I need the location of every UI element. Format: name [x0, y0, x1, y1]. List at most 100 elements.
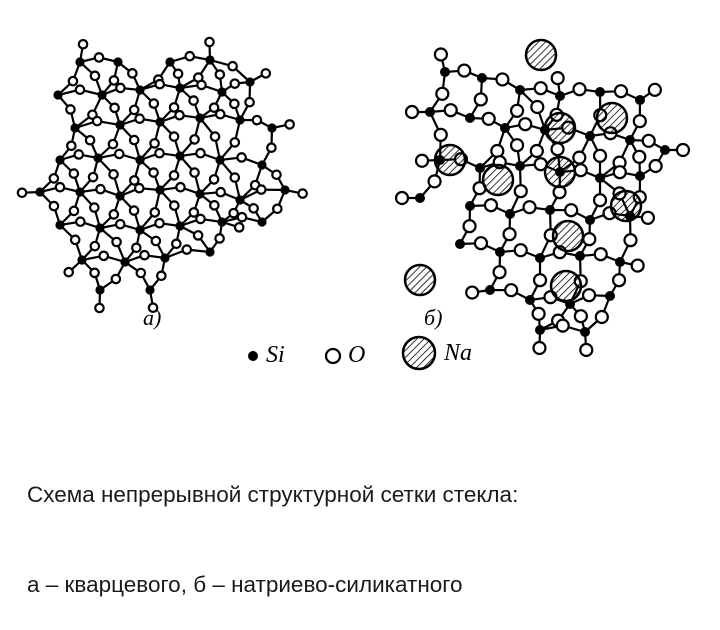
oxygen-atom	[211, 132, 219, 140]
atom-layer	[18, 38, 307, 312]
silicon-atom	[525, 295, 535, 305]
silicon-atom	[195, 189, 204, 198]
silicon-atom	[115, 191, 124, 200]
sodium-ion	[545, 113, 575, 143]
oxygen-atom	[552, 72, 564, 84]
silicon-atom	[97, 90, 106, 99]
silicon-atom	[235, 115, 244, 124]
oxygen-atom	[575, 164, 587, 176]
oxygen-atom	[155, 149, 163, 157]
oxygen-atom	[175, 111, 183, 119]
oxygen-atom	[531, 145, 543, 157]
sodium-ion	[551, 271, 581, 301]
oxygen-atom	[596, 311, 608, 323]
sodium-ion	[611, 191, 641, 221]
oxygen-atom	[458, 65, 470, 77]
silicon-atom	[75, 57, 84, 66]
oxygen-atom	[116, 84, 124, 92]
silicon-atom	[95, 285, 104, 294]
legend-label-si: Si	[266, 342, 285, 369]
silicon-atom	[535, 325, 545, 335]
silicon-atom	[205, 55, 214, 64]
oxygen-atom	[216, 70, 224, 78]
oxygen-atom	[535, 82, 547, 94]
oxygen-atom	[642, 212, 654, 224]
oxygen-atom	[194, 231, 202, 239]
silicon-atom	[267, 123, 276, 132]
oxygen-atom	[229, 209, 237, 217]
silicon-atom	[55, 155, 64, 164]
oxygen-atom	[445, 104, 457, 116]
silicon-atom	[145, 285, 154, 294]
silicon-atom	[415, 193, 425, 203]
oxygen-atom	[583, 233, 595, 245]
silicon-atom	[75, 187, 84, 196]
oxygen-atom	[189, 96, 197, 104]
oxygen-atom	[634, 115, 646, 127]
oxygen-atom	[205, 38, 213, 46]
silicon-atom	[485, 285, 495, 295]
legend-item-na: Na	[400, 334, 472, 372]
oxygen-atom	[524, 201, 536, 213]
silicon-atom	[505, 209, 515, 219]
silicon-atom	[280, 185, 289, 194]
oxygen-atom	[170, 171, 178, 179]
oxygen-atom	[174, 70, 182, 78]
sodium-ion	[545, 157, 575, 187]
silicon-atom	[500, 123, 510, 133]
oxygen-atom	[100, 252, 108, 260]
silicon-atom	[575, 251, 585, 261]
oxygen-atom	[485, 199, 497, 211]
silicon-atom	[160, 253, 169, 262]
oxygen-atom	[86, 136, 94, 144]
oxygen-atom	[172, 240, 180, 248]
oxygen-atom	[110, 104, 118, 112]
oxygen-atom	[257, 185, 265, 193]
oxygen-atom	[534, 274, 546, 286]
oxygen-atom	[504, 228, 516, 240]
oxygen-atom	[515, 244, 527, 256]
oxygen-atom	[614, 166, 626, 178]
silicon-atom	[235, 195, 244, 204]
oxygen-atom	[298, 189, 306, 197]
silicon-atom	[155, 117, 164, 126]
oxygen-atom	[151, 208, 159, 216]
oxygen-atom	[406, 106, 418, 118]
oxygen-atom	[150, 99, 158, 107]
oxygen-atom	[262, 69, 270, 77]
oxygen-atom	[90, 203, 98, 211]
silicon-atom	[195, 113, 204, 122]
silicon-atom	[215, 155, 224, 164]
oxygen-atom	[533, 308, 545, 320]
oxygen-atom	[116, 220, 124, 228]
oxygen-atom	[149, 168, 157, 176]
oxygen-atom	[429, 175, 441, 187]
silicon-atom	[545, 205, 555, 215]
caption-line-1: Схема непрерывной структурной сетки стек…	[27, 480, 717, 510]
oxygen-atom	[76, 86, 84, 94]
oxygen-atom	[130, 206, 138, 214]
oxygen-atom	[93, 117, 101, 125]
oxygen-atom	[50, 174, 58, 182]
oxygen-atom	[66, 105, 74, 113]
oxygen-atom	[91, 72, 99, 80]
silicon-atom	[615, 257, 625, 267]
oxygen-atom	[56, 183, 64, 191]
oxygen-atom	[109, 140, 117, 148]
oxygen-atom	[130, 136, 138, 144]
oxygen-atom	[475, 93, 487, 105]
oxygen-atom	[197, 81, 205, 89]
oxygen-atom	[190, 168, 198, 176]
oxygen-atom	[505, 284, 517, 296]
silicon-atom	[635, 95, 645, 105]
oxygen-atom	[71, 236, 79, 244]
oxygen-atom	[112, 238, 120, 246]
oxygen-atom	[76, 218, 84, 226]
silicon-atom	[135, 155, 144, 164]
silicon-atom	[425, 107, 435, 117]
oxygen-atom	[575, 310, 587, 322]
oxygen-atom	[215, 234, 223, 242]
oxygen-atom	[170, 132, 178, 140]
oxygen-atom	[50, 202, 58, 210]
silicon-atom	[205, 247, 214, 256]
